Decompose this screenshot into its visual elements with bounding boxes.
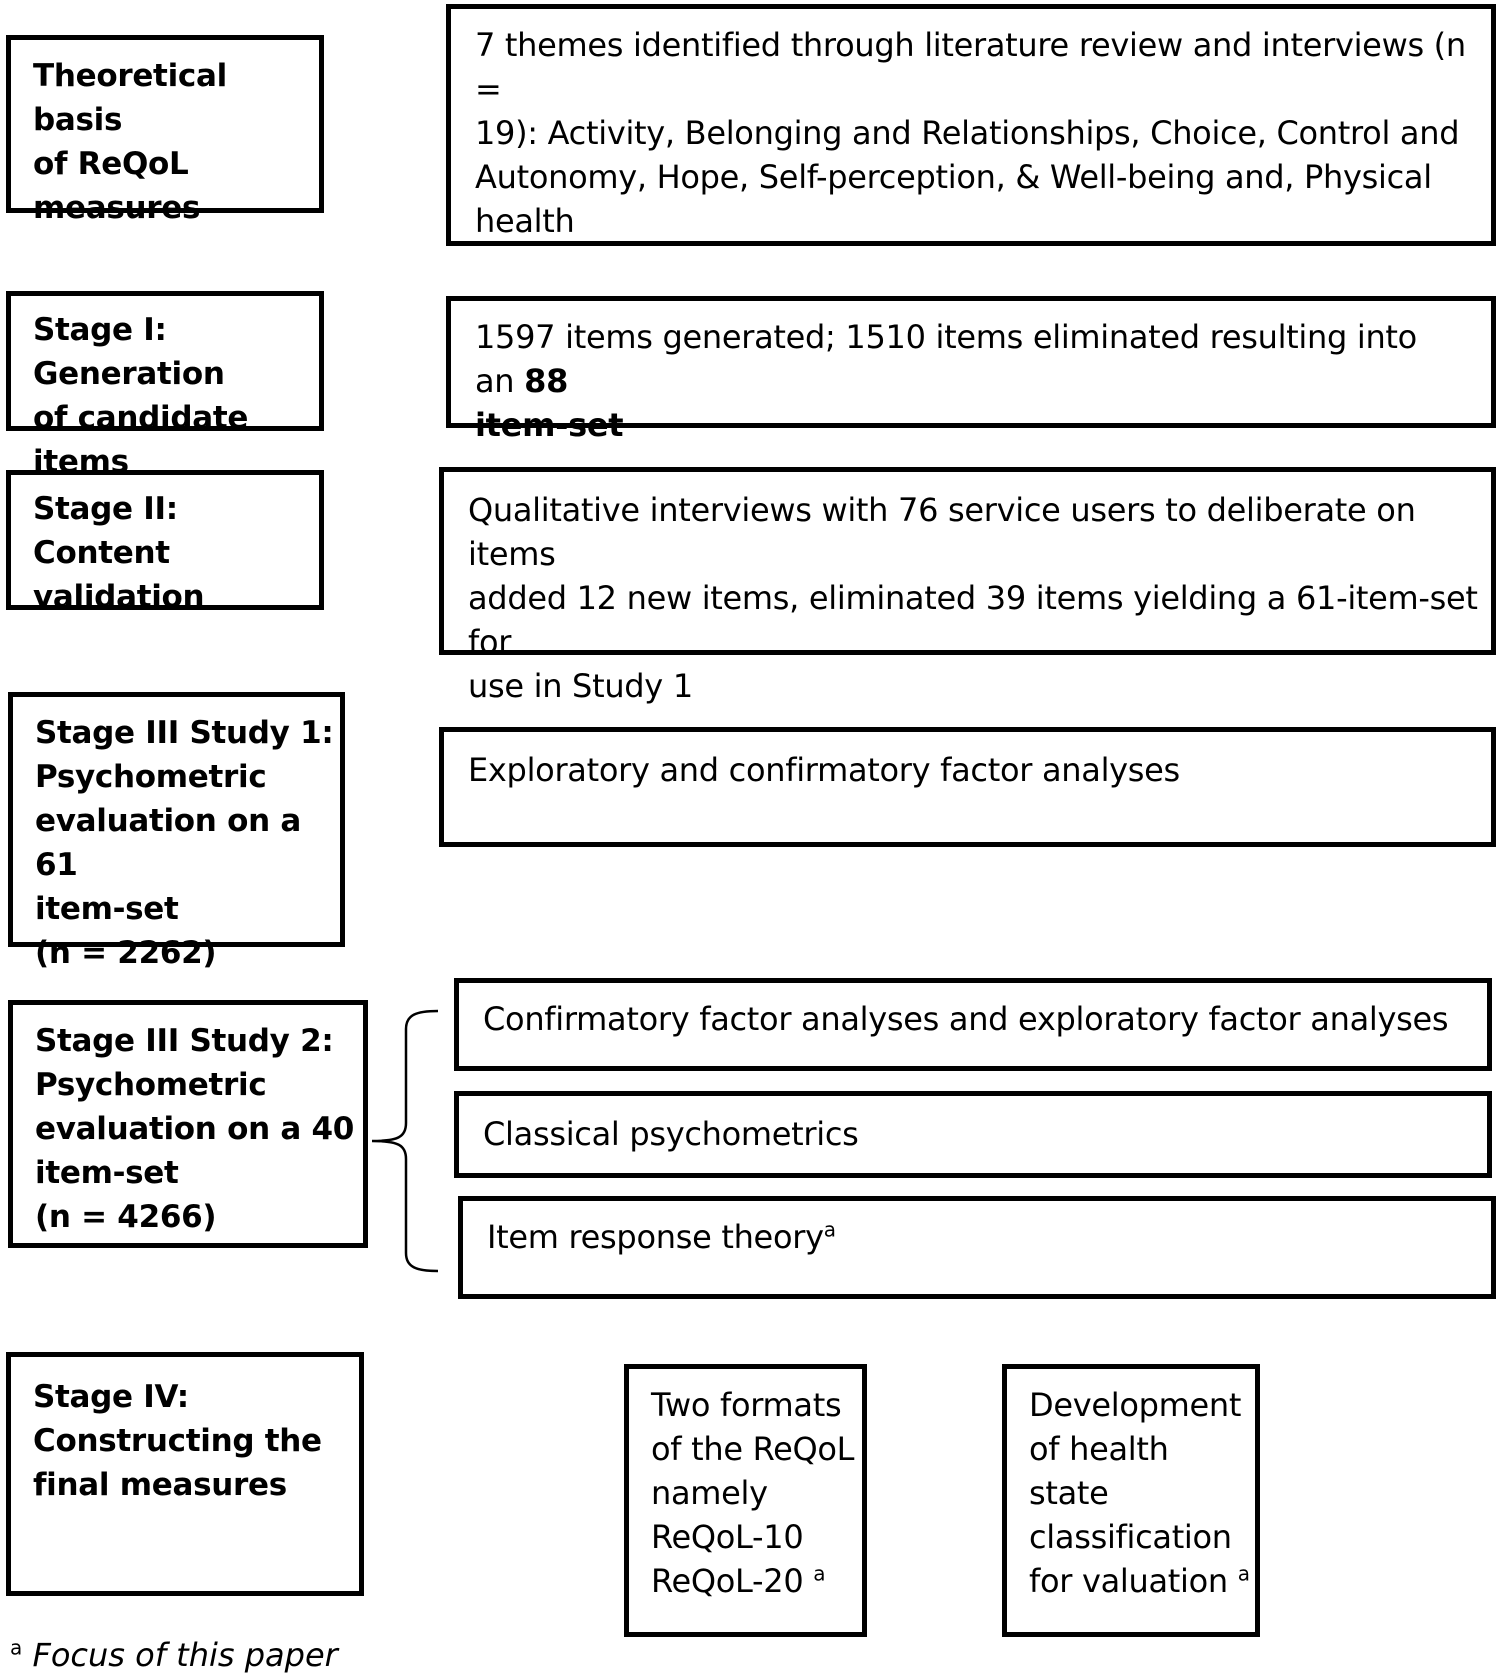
formats-label: Two formats of the ReQoL namely ReQoL-10…	[651, 1386, 855, 1600]
detail-stage1-bold-itemset: item-set	[475, 406, 624, 444]
detail-text-stage2: Qualitative interviews with 76 service u…	[468, 491, 1478, 705]
stage-box-stage4: Stage IV: Constructing the final measure…	[6, 1352, 364, 1596]
detail-box-stage3-study1: Exploratory and confirmatory factor anal…	[439, 727, 1496, 847]
detail-stage1-prefix: 1597 items generated; 1510 items elimina…	[475, 318, 1417, 400]
detail-text-stage1: 1597 items generated; 1510 items elimina…	[475, 315, 1455, 447]
curly-brace	[371, 1009, 439, 1273]
formats-superscript: a	[813, 1561, 826, 1586]
detail-text-stage3-study2-cfa: Confirmatory factor analyses and explora…	[483, 1000, 1449, 1038]
irt-superscript: a	[823, 1217, 836, 1242]
stage-label-stage4: Stage IV: Constructing the final measure…	[33, 1379, 322, 1503]
detail-box-stage2: Qualitative interviews with 76 service u…	[439, 467, 1496, 705]
detail-box-stage3-study2-classical: Classical psychometrics	[454, 1091, 1492, 1178]
footnote-text: Focus of this paper	[32, 1636, 338, 1674]
stage-box-theoretical: Theoretical basis of ReQoL measures	[6, 35, 324, 226]
detail-box-stage3-study2-irt: Item response theorya	[458, 1196, 1496, 1299]
detail-text-stage3-study2-irt: Item response theorya	[487, 1215, 836, 1259]
stage-label-stage1: Stage I: Generation of candidate items	[33, 312, 249, 480]
irt-label: Item response theory	[487, 1218, 824, 1256]
detail-text-stage4-formats: Two formats of the ReQoL namely ReQoL-10…	[651, 1383, 854, 1603]
detail-text-stage4-classification: Development of health state classificati…	[1029, 1383, 1250, 1603]
detail-box-theoretical: 7 themes identified through literature r…	[446, 4, 1496, 246]
stage-box-stage3-study2: Stage III Study 2: Psychometric evaluati…	[8, 1000, 368, 1248]
detail-box-stage4-classification: Development of health state classificati…	[1002, 1364, 1260, 1637]
footnote: a Focus of this paper	[10, 1636, 338, 1674]
stage-label-stage2: Stage II: Content validation	[33, 491, 205, 615]
classification-superscript: a	[1237, 1561, 1250, 1586]
stage-label-stage3-study2: Stage III Study 2: Psychometric evaluati…	[35, 1023, 354, 1235]
classification-label: Development of health state classificati…	[1029, 1386, 1242, 1600]
detail-box-stage4-formats: Two formats of the ReQoL namely ReQoL-10…	[624, 1364, 867, 1637]
detail-text-stage3-study2-classical: Classical psychometrics	[483, 1115, 859, 1153]
detail-box-stage3-study2-cfa: Confirmatory factor analyses and explora…	[454, 978, 1492, 1071]
stage-box-stage2: Stage II: Content validation	[6, 470, 324, 615]
footnote-marker: a	[10, 1635, 23, 1660]
stage-label-stage3-study1: Stage III Study 1: Psychometric evaluati…	[35, 715, 334, 971]
detail-stage1-bold-number: 88	[524, 362, 569, 400]
detail-text-theoretical: 7 themes identified through literature r…	[475, 26, 1466, 240]
stage-box-stage1: Stage I: Generation of candidate items	[6, 291, 324, 480]
stage-label-theoretical: Theoretical basis of ReQoL measures	[33, 58, 227, 226]
stage-box-stage3-study1: Stage III Study 1: Psychometric evaluati…	[8, 692, 345, 971]
detail-box-stage1: 1597 items generated; 1510 items elimina…	[446, 296, 1496, 444]
detail-text-stage3-study1: Exploratory and confirmatory factor anal…	[468, 751, 1180, 789]
